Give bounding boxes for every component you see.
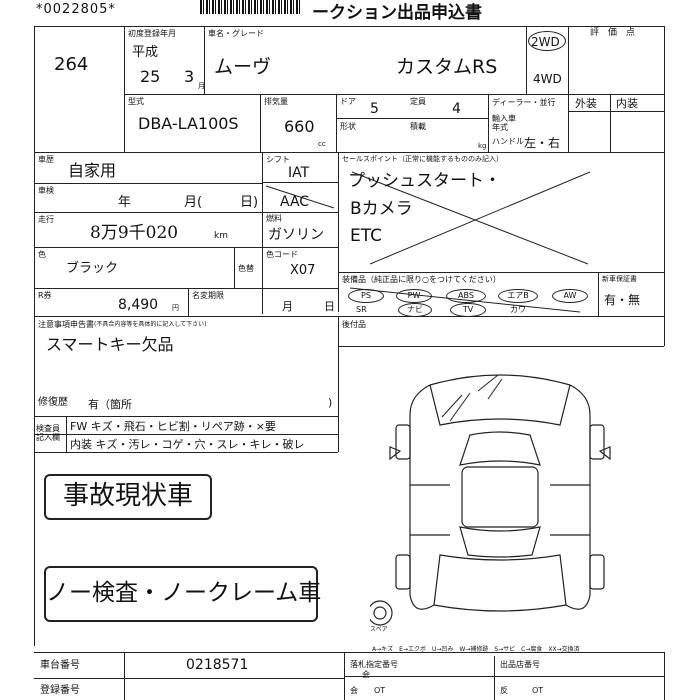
shift-label: シフト: [266, 155, 290, 164]
drive-2wd: 2WD: [531, 35, 560, 49]
drive-2wd-circle: [528, 31, 566, 51]
equip-navi: ナビ: [398, 303, 432, 317]
handle-label: ハンドル: [492, 137, 524, 146]
new-warranty-value: 有・無: [604, 293, 641, 307]
inspection-year-unit: 年: [118, 195, 132, 210]
capacity-value: 4: [452, 101, 461, 117]
recycle-unit: 円: [172, 304, 179, 312]
exterior-label: 外装: [575, 97, 597, 110]
doors-value: 5: [370, 101, 379, 117]
check-row-fw: FW キズ・飛石・ヒビ割・リペア跡・×要: [70, 420, 276, 433]
inspection-day-unit: 日): [240, 195, 259, 210]
mileage-label: 走行: [38, 215, 54, 224]
notes-value: スマートキー欠品: [46, 335, 174, 354]
dealer-label: ディーラー・並行: [492, 98, 556, 107]
fuel-value: ガソリン: [268, 227, 324, 243]
serial-barcode: [200, 0, 300, 14]
drive-4wd: 4WD: [533, 72, 562, 86]
spare-label: スペア: [370, 626, 388, 633]
registration-month-unit: 月: [198, 82, 205, 90]
check-label: 検査員 記入欄: [36, 424, 60, 442]
registration-label: 初度登録年月: [128, 29, 176, 38]
usage-value: 自家用: [68, 161, 117, 180]
buyer-number-label: 落札指定番号: [350, 660, 398, 669]
load-unit: kg: [478, 142, 487, 150]
new-warranty-label: 新車保証書: [602, 275, 637, 283]
points-label: 評 価 点: [590, 28, 636, 38]
body-number-value: 0218571: [186, 657, 249, 673]
type-label: 型式: [128, 97, 144, 106]
model-grade: カスタムRS: [396, 56, 498, 78]
repair-label: 修復歴: [38, 397, 68, 408]
equip-tv: TV: [450, 303, 486, 317]
color-code-value: X07: [290, 263, 316, 278]
sales-points-cross: [351, 171, 591, 265]
sales-point-2: Bカメラ: [350, 199, 413, 219]
registration-number-label: 登録番号: [40, 685, 80, 696]
model-name: ムーヴ: [214, 56, 272, 78]
type-value: DBA-LA100S: [138, 114, 239, 133]
repair-value: 有（箇所: [88, 398, 132, 411]
shift-strike: [265, 185, 335, 209]
inspection-month-unit: 月(: [184, 195, 203, 210]
serial-number: *0022805*: [36, 2, 116, 17]
lot-number: 264: [54, 54, 89, 75]
after-parts-label: 後付品: [342, 320, 366, 329]
accident-stamp: 事故現状車: [44, 474, 212, 520]
notes-sublabel: (不具合内容等を具体的に記入して下さい): [94, 321, 207, 328]
equipment-label: 装備品（純正品に限り○をつけてください）: [342, 275, 501, 284]
mileage-unit: km: [214, 231, 228, 241]
equip-other: カワ: [510, 305, 526, 314]
color-value: ブラック: [66, 261, 119, 276]
registration-year: 25: [140, 67, 161, 86]
usage-label: 車歴: [38, 155, 54, 164]
handle-options: 左・右: [524, 136, 561, 150]
displacement-value: 660: [284, 117, 315, 136]
check-row-interior: 内装 キズ・汚レ・コゲ・穴・スレ・キレ・破レ: [70, 438, 305, 451]
bottom-small-right: 反 OT: [500, 686, 544, 695]
notes-label: 注意事項申告書: [38, 320, 94, 329]
equipment-strike: [349, 287, 581, 313]
dealer-gear-label: 輸入車 年式: [492, 114, 516, 132]
seller-number-label: 出品店番号: [500, 660, 540, 669]
interior-label: 内装: [616, 97, 638, 110]
model-label: 車名・グレード: [208, 29, 264, 38]
shape-label: 形状: [340, 122, 356, 131]
color-label: 色: [38, 250, 46, 259]
car-diagram: [370, 374, 611, 626]
shift-iat: IAT: [288, 165, 310, 181]
color-code-change-label: 色替: [238, 264, 254, 273]
load-label: 積載: [410, 122, 426, 131]
sales-point-3: ETC: [350, 226, 382, 246]
no-claim-stamp: ノー検査・ノークレーム車: [44, 566, 321, 622]
name-change-label: 名変期限: [192, 291, 224, 300]
recycle-label: R券: [38, 291, 52, 300]
registration-month: 3: [184, 67, 195, 86]
inspection-label: 車検: [38, 186, 54, 195]
bottom-small-left: 会 OT: [350, 686, 386, 695]
registration-era: 平成: [132, 45, 159, 60]
equip-airbag: エアB: [498, 289, 538, 303]
equip-sr: SR: [356, 305, 367, 314]
buyer-sub: 会: [362, 670, 370, 679]
form-title: ークション出品申込書: [312, 3, 482, 23]
name-change-month: 月: [282, 300, 293, 313]
recycle-value: 8,490: [118, 297, 159, 313]
repair-close: ): [328, 396, 333, 409]
displacement-unit: cc: [318, 140, 326, 148]
doors-label: ドア: [340, 97, 356, 106]
capacity-label: 定員: [410, 97, 426, 106]
body-number-label: 車台番号: [40, 660, 80, 671]
damage-legend: A→キズ E→エクボ U→凹み W→補修跡 S→サビ C→腐食 XX→交換済: [372, 646, 580, 653]
fuel-label: 燃料: [266, 214, 282, 223]
sales-points-label: セールスポイント（正常に機能するもののみ記入）: [342, 155, 503, 163]
equip-aw: AW: [552, 289, 588, 303]
displacement-label: 排気量: [264, 97, 288, 106]
color-code-label: 色コード: [266, 250, 298, 259]
name-change-day: 日: [324, 300, 335, 313]
mileage-value: 8万9千020: [90, 223, 179, 243]
